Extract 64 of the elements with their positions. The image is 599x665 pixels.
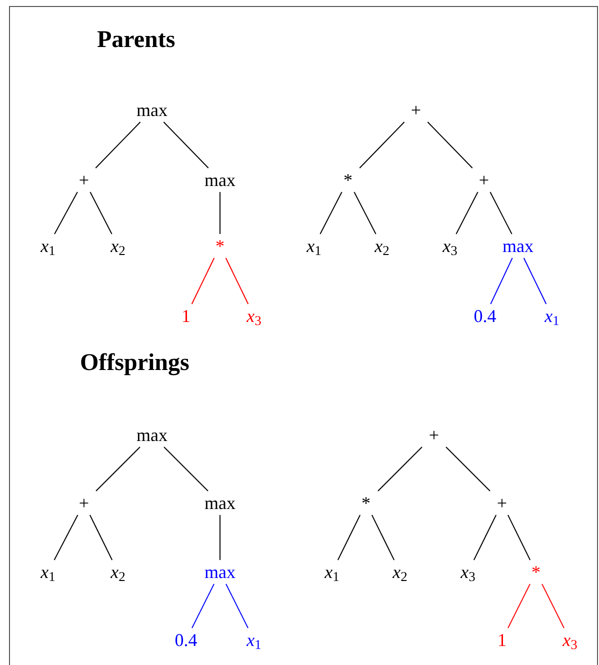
tree-node-label: x$_{1}$ (246, 631, 262, 649)
tree-node-label: 0.4 (474, 307, 496, 325)
tree-branch (90, 192, 112, 234)
tree-node-label: x$_{3}$ (246, 307, 262, 325)
tree-node-label: 0.4 (174, 631, 198, 649)
tree-node-label: * (362, 494, 370, 512)
tree-node-label: x$_{1}$ (40, 563, 56, 581)
section-heading: Parents (97, 26, 176, 55)
tree-node-label: x$_{1}$ (324, 563, 340, 581)
tree-branch (54, 192, 78, 234)
tree-node-label: max (204, 171, 236, 189)
tree-node-label: max (204, 563, 236, 581)
tree-branch (427, 122, 473, 168)
tree-node-label: x$_{2}$ (110, 563, 126, 581)
tree-node-label: 1 (182, 307, 190, 325)
tree-node-label: x$_{3}$ (442, 237, 458, 255)
tree-node-label: + (410, 101, 422, 119)
tree-node-label: x$_{3}$ (562, 631, 578, 649)
tree-node-label: + (428, 426, 440, 444)
tree-node-label: x$_{3}$ (460, 563, 476, 581)
tree-branch (490, 192, 512, 234)
tree-branch (456, 192, 478, 234)
tree-node-label: max (502, 237, 534, 255)
tree-node-label: * (344, 171, 352, 189)
tree-branch (507, 514, 531, 560)
tree-node-label: x$_{2}$ (374, 237, 390, 255)
tree-branch (96, 446, 140, 492)
tree-branch (508, 584, 530, 628)
tree-branch (359, 122, 405, 168)
tree-branch (191, 258, 215, 304)
tree-node-label: x$_{1}$ (544, 307, 560, 325)
tree-branch (54, 514, 78, 560)
tree-node-label: max (136, 101, 168, 119)
tree-branch (446, 446, 490, 492)
tree-branch (354, 192, 376, 234)
tree-branch (473, 514, 497, 560)
tree-node-label: x$_{1}$ (306, 237, 322, 255)
tree-branch (490, 258, 513, 304)
tree-branch (225, 258, 249, 304)
tree-branch (192, 584, 214, 628)
tree-node-label: x$_{2}$ (110, 237, 126, 255)
tree-branch (226, 584, 248, 628)
section-heading: Offsprings (80, 349, 190, 378)
tree-node-label: * (216, 237, 224, 255)
tree-branch (371, 514, 395, 560)
tree-node-label: 1 (498, 631, 506, 649)
tree-node-label: max (204, 494, 236, 512)
tree-branch (320, 192, 342, 234)
tree-branch (163, 122, 209, 168)
tree-node-label: x$_{1}$ (40, 237, 56, 255)
tree-node-label: * (532, 563, 540, 581)
tree-branch (164, 446, 208, 492)
tree-node-label: x$_{2}$ (392, 563, 408, 581)
tree-node-label: + (78, 494, 90, 512)
tree-branch (89, 514, 113, 560)
tree-branch (523, 258, 547, 304)
tree-branch (95, 122, 141, 168)
tree-node-label: max (136, 426, 168, 444)
tree-node-label: + (78, 171, 90, 189)
tree-branch (542, 584, 564, 628)
tree-branch (378, 446, 422, 492)
tree-node-label: + (478, 171, 490, 189)
tree-node-label: + (496, 494, 508, 512)
tree-branch (337, 514, 361, 560)
